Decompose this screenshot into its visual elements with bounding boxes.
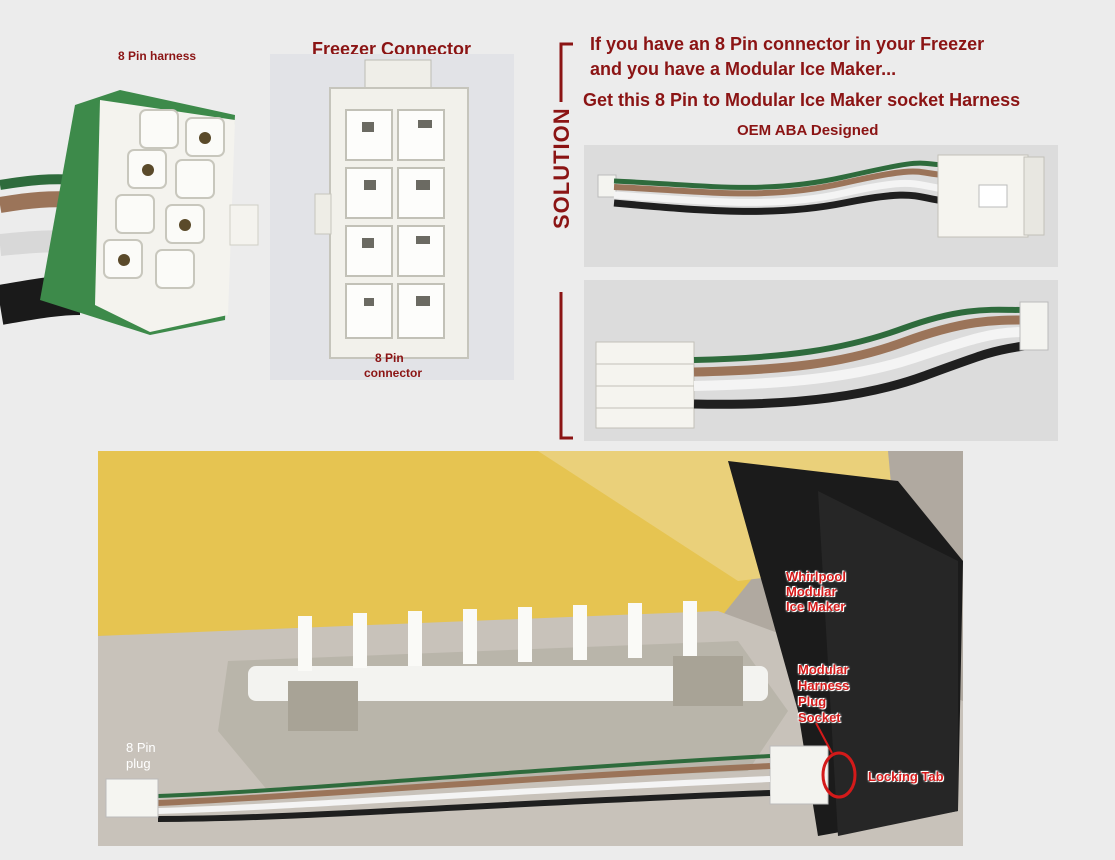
ice-maker-label-l1: Whirlpool: [786, 569, 846, 584]
freezer-connector-photo: [270, 54, 514, 380]
headline-line2: and you have a Modular Ice Maker...: [590, 59, 897, 79]
solution-label: SOLUTION: [549, 107, 574, 229]
oem-label: OEM ABA Designed: [737, 122, 879, 139]
socket-label-l3: Plug: [798, 694, 827, 709]
harness-photo: [0, 70, 265, 360]
freezer-caption-line2: connector: [364, 366, 423, 380]
harness-photo-top: [584, 145, 1058, 267]
solution-bracket: [557, 42, 577, 440]
harness-photo-bottom: [584, 280, 1058, 441]
plug-label-l1: 8 Pin: [126, 740, 156, 755]
socket-label-l4: Socket: [798, 710, 841, 725]
ice-maker-photo: [98, 451, 963, 846]
ice-maker-label-l3: Ice Maker: [786, 599, 846, 614]
plug-label-l2: plug: [126, 756, 151, 771]
harness-label: 8 Pin harness: [118, 49, 197, 63]
freezer-caption-line1: 8 Pin: [375, 351, 404, 365]
headline-line1: If you have an 8 Pin connector in your F…: [590, 34, 985, 54]
socket-label-l1: Modular: [798, 662, 849, 677]
locking-tab-label: Locking Tab: [868, 769, 944, 784]
ice-maker-label-l2: Modular: [786, 584, 837, 599]
socket-label-l2: Harness: [798, 678, 850, 693]
headline-line3: Get this 8 Pin to Modular Ice Maker sock…: [583, 90, 1021, 110]
